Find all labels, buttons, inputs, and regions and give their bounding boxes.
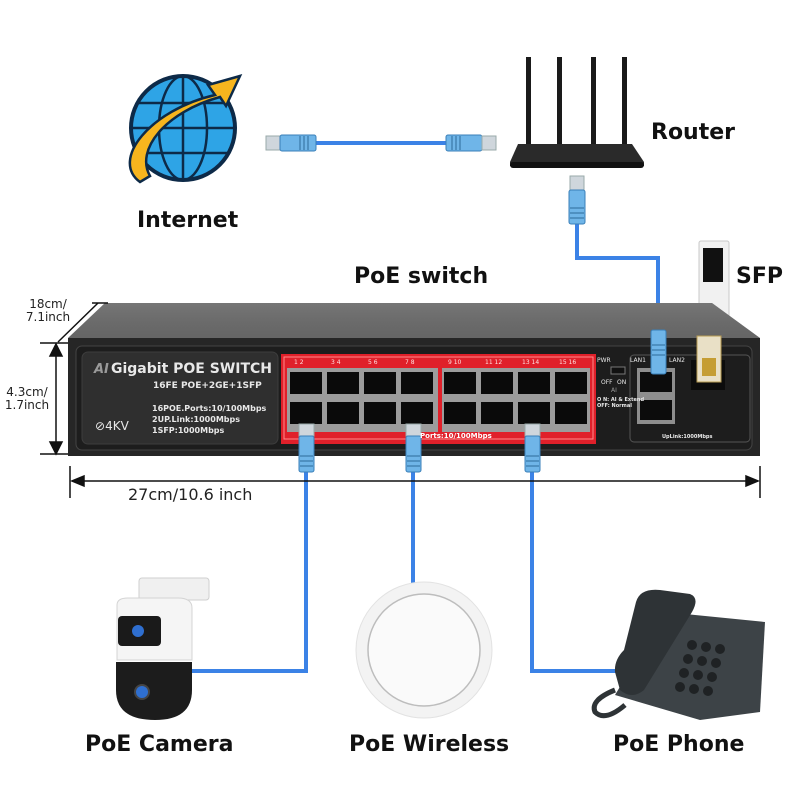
rj45-port [327,402,359,424]
port-pair-label: 11 12 [485,359,503,366]
ports-caption: Ports:10/100Mbps [420,432,492,440]
panel-ai-label: AI [611,387,617,394]
port-pair-label: 1 2 [294,359,304,366]
panel-spec-2: 2UP.Link:1000Mbps [152,415,240,424]
surge-protection-icon: ⊘ [95,419,106,433]
panel-on: ON [617,379,627,386]
port-pair-label: 13 14 [522,359,540,366]
rj45-port [290,402,322,424]
surge-value: 4KV [105,419,129,433]
port-pair-label: 3 4 [331,359,341,366]
dimension-depth: 18cm/ 7.1inch [25,297,71,324]
port-pair-label: 9 10 [448,359,462,366]
rj45-port [555,402,587,424]
port-pair-label: 7 8 [405,359,415,366]
label-router: Router [651,120,736,145]
panel-lan2: LAN2 [669,357,685,364]
rj45-port [444,372,476,394]
cable-switch-phone [530,470,625,673]
panel-brand-ai: AI [94,362,109,377]
cable-router-switch [575,222,660,340]
rj45-connector-icon [650,329,667,375]
rj45-port [290,372,322,394]
panel-title: Gigabit POE SWITCH [111,361,273,377]
panel-spec-1: 16POE.Ports:10/100Mbps [152,404,267,413]
rj45-port [481,372,513,394]
dimension-lines [40,302,761,498]
panel-subtitle: 16FE POE+2GE+1SFP [153,381,262,391]
panel-surge-rating: ⊘4KV [95,419,129,433]
poe-wireless-ap-icon [355,581,493,719]
panel-pwr: PWR [597,357,611,364]
rj45-port [401,402,433,424]
cables [185,141,660,673]
internet-globe-icon [128,74,243,184]
poe-camera-icon [116,577,210,720]
label-sfp: SFP [736,264,783,289]
rj45-connector-icon [265,134,317,152]
rj45-port [518,372,550,394]
rj45-port [364,372,396,394]
rj45-port [555,372,587,394]
panel-mode-on: O N: AI & Extend [597,397,645,403]
router-icon [510,57,644,168]
rj45-port [444,402,476,424]
dimension-height: 4.3cm/ 1.7inch [4,385,50,412]
port-pair-label: 15 16 [559,359,577,366]
uplink-caption: UpLink:1000Mbps [662,434,713,440]
label-poe-phone: PoE Phone [613,732,745,757]
rj45-connector-icon [568,175,586,225]
rj45-connector-icon [298,423,315,473]
poe-ports [290,372,587,424]
label-poe-camera: PoE Camera [85,732,234,757]
rj45-port [327,372,359,394]
poe-phone-icon [591,589,765,720]
label-poe-switch: PoE switch [354,264,489,289]
dimension-width: 27cm/10.6 inch [128,485,253,504]
rj45-connector-icon [445,134,497,152]
panel-lan1: LAN1 [630,357,646,364]
rj45-port [481,402,513,424]
panel-spec-3: 1SFP:1000Mbps [152,426,225,435]
cable-switch-camera [185,470,308,673]
rj45-port [518,402,550,424]
rj45-connector-icon [524,423,541,473]
label-internet: Internet [137,208,239,233]
rj45-port [364,402,396,424]
rj45-connector-icon [405,423,422,473]
panel-mode-off: OFF: Normal [597,403,632,409]
rj45-port [401,372,433,394]
label-poe-wireless: PoE Wireless [349,732,510,757]
panel-off: OFF [601,379,613,386]
port-pair-label: 5 6 [368,359,378,366]
